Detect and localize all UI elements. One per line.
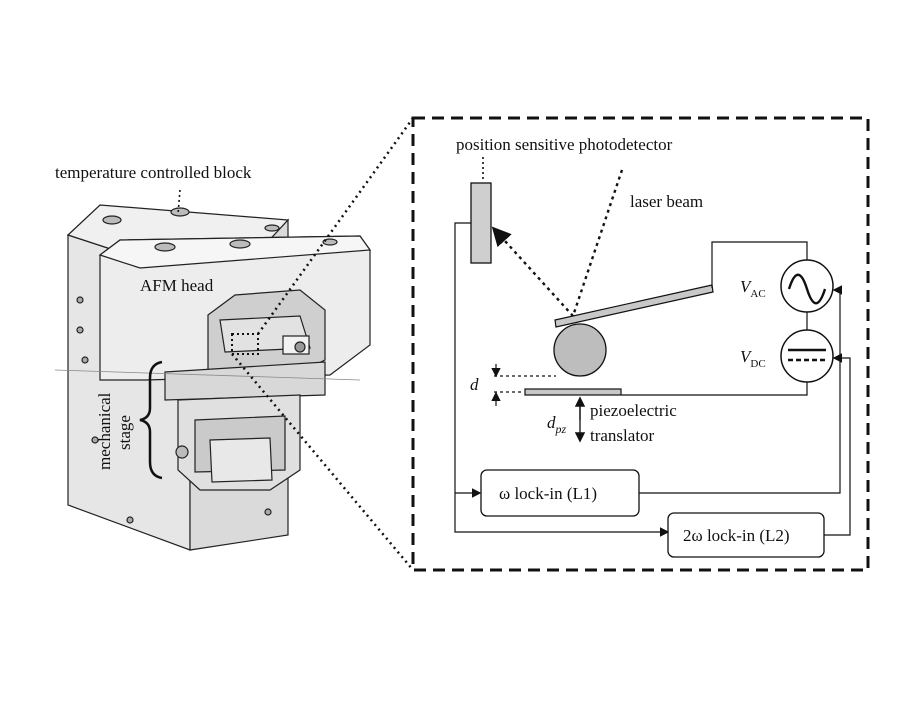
- v-ac-label: VAC: [740, 277, 766, 300]
- reference-line: [54, 369, 361, 381]
- v-dc-source: [780, 329, 834, 383]
- dpz-label: dpz: [547, 413, 567, 436]
- wire-l2-vdc: [824, 353, 851, 536]
- piezo-label-line2: translator: [590, 426, 655, 445]
- schematic-panel: [411, 116, 870, 572]
- stage-plate: [164, 361, 326, 401]
- piezo-label-line1: piezoelectric: [590, 401, 677, 420]
- afm-head-label: AFM head: [140, 276, 214, 295]
- v-dc-label: VDC: [740, 347, 766, 370]
- wire-l1-vac: [639, 285, 843, 494]
- cantilever: [554, 284, 714, 328]
- zoom-line-top: [256, 117, 415, 335]
- probe-sphere: [553, 323, 607, 377]
- wire-cantilever-vac: [711, 241, 808, 288]
- photodetector-label: position sensitive photodetector: [456, 135, 673, 154]
- sine-wave-icon: [787, 273, 827, 305]
- temperature-block-label: temperature controlled block: [55, 163, 252, 182]
- piezo-plate: [524, 388, 622, 396]
- lockin-l2-label: 2ω lock-in (L2): [683, 526, 790, 545]
- mechanical-stage-label-2: stage: [115, 415, 134, 450]
- photodetector: [470, 182, 492, 264]
- laser-reflected: [491, 226, 574, 317]
- block-pointer: [177, 189, 181, 215]
- lockin-l1-label: ω lock-in (L1): [499, 484, 597, 503]
- zoom-line-bottom: [231, 353, 414, 571]
- zoom-source-box: [231, 333, 259, 355]
- mechanical-stage-label-1: mechanical: [95, 392, 114, 470]
- laser-beam-label: laser beam: [630, 192, 703, 211]
- afm-instrument-drawing: [66, 204, 372, 551]
- wire-detector-down: [454, 222, 670, 537]
- d-label: d: [470, 375, 479, 394]
- mechanical-stage-brace: [139, 360, 163, 480]
- laser-incident: [571, 169, 624, 317]
- wire-vdc-piezo: [621, 382, 808, 396]
